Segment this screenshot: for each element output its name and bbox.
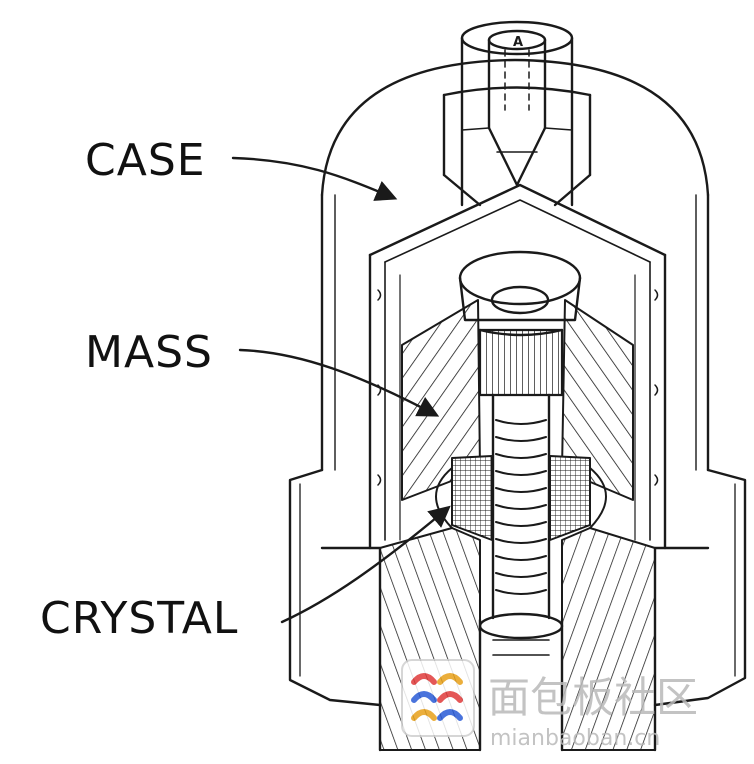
label-case: CASE	[85, 135, 206, 186]
center-stud	[491, 393, 551, 620]
watermark-logo-icon	[411, 673, 463, 721]
crystal-left	[451, 455, 493, 541]
label-mass: MASS	[85, 327, 213, 378]
mass-right-hatched	[561, 299, 634, 501]
watermark-text: 面包板社区	[488, 673, 698, 722]
case-body	[320, 58, 710, 472]
case-cutaway-walls	[368, 183, 667, 550]
crystal-right	[549, 455, 591, 541]
knurled-post	[478, 328, 564, 397]
mass-leader-arrow	[238, 348, 440, 417]
mounting-hole	[478, 612, 564, 752]
label-crystal: CRYSTAL	[40, 593, 238, 644]
connector-letter: A	[513, 35, 523, 50]
crystal-leader-arrow	[280, 505, 451, 624]
connector	[442, 20, 592, 207]
mass-top-nut	[458, 250, 582, 322]
case-leader-arrow	[231, 156, 398, 201]
watermark: 面包板社区 mianbaoban.cn	[401, 659, 698, 751]
watermark-subtext: mianbaoban.cn	[490, 726, 660, 751]
